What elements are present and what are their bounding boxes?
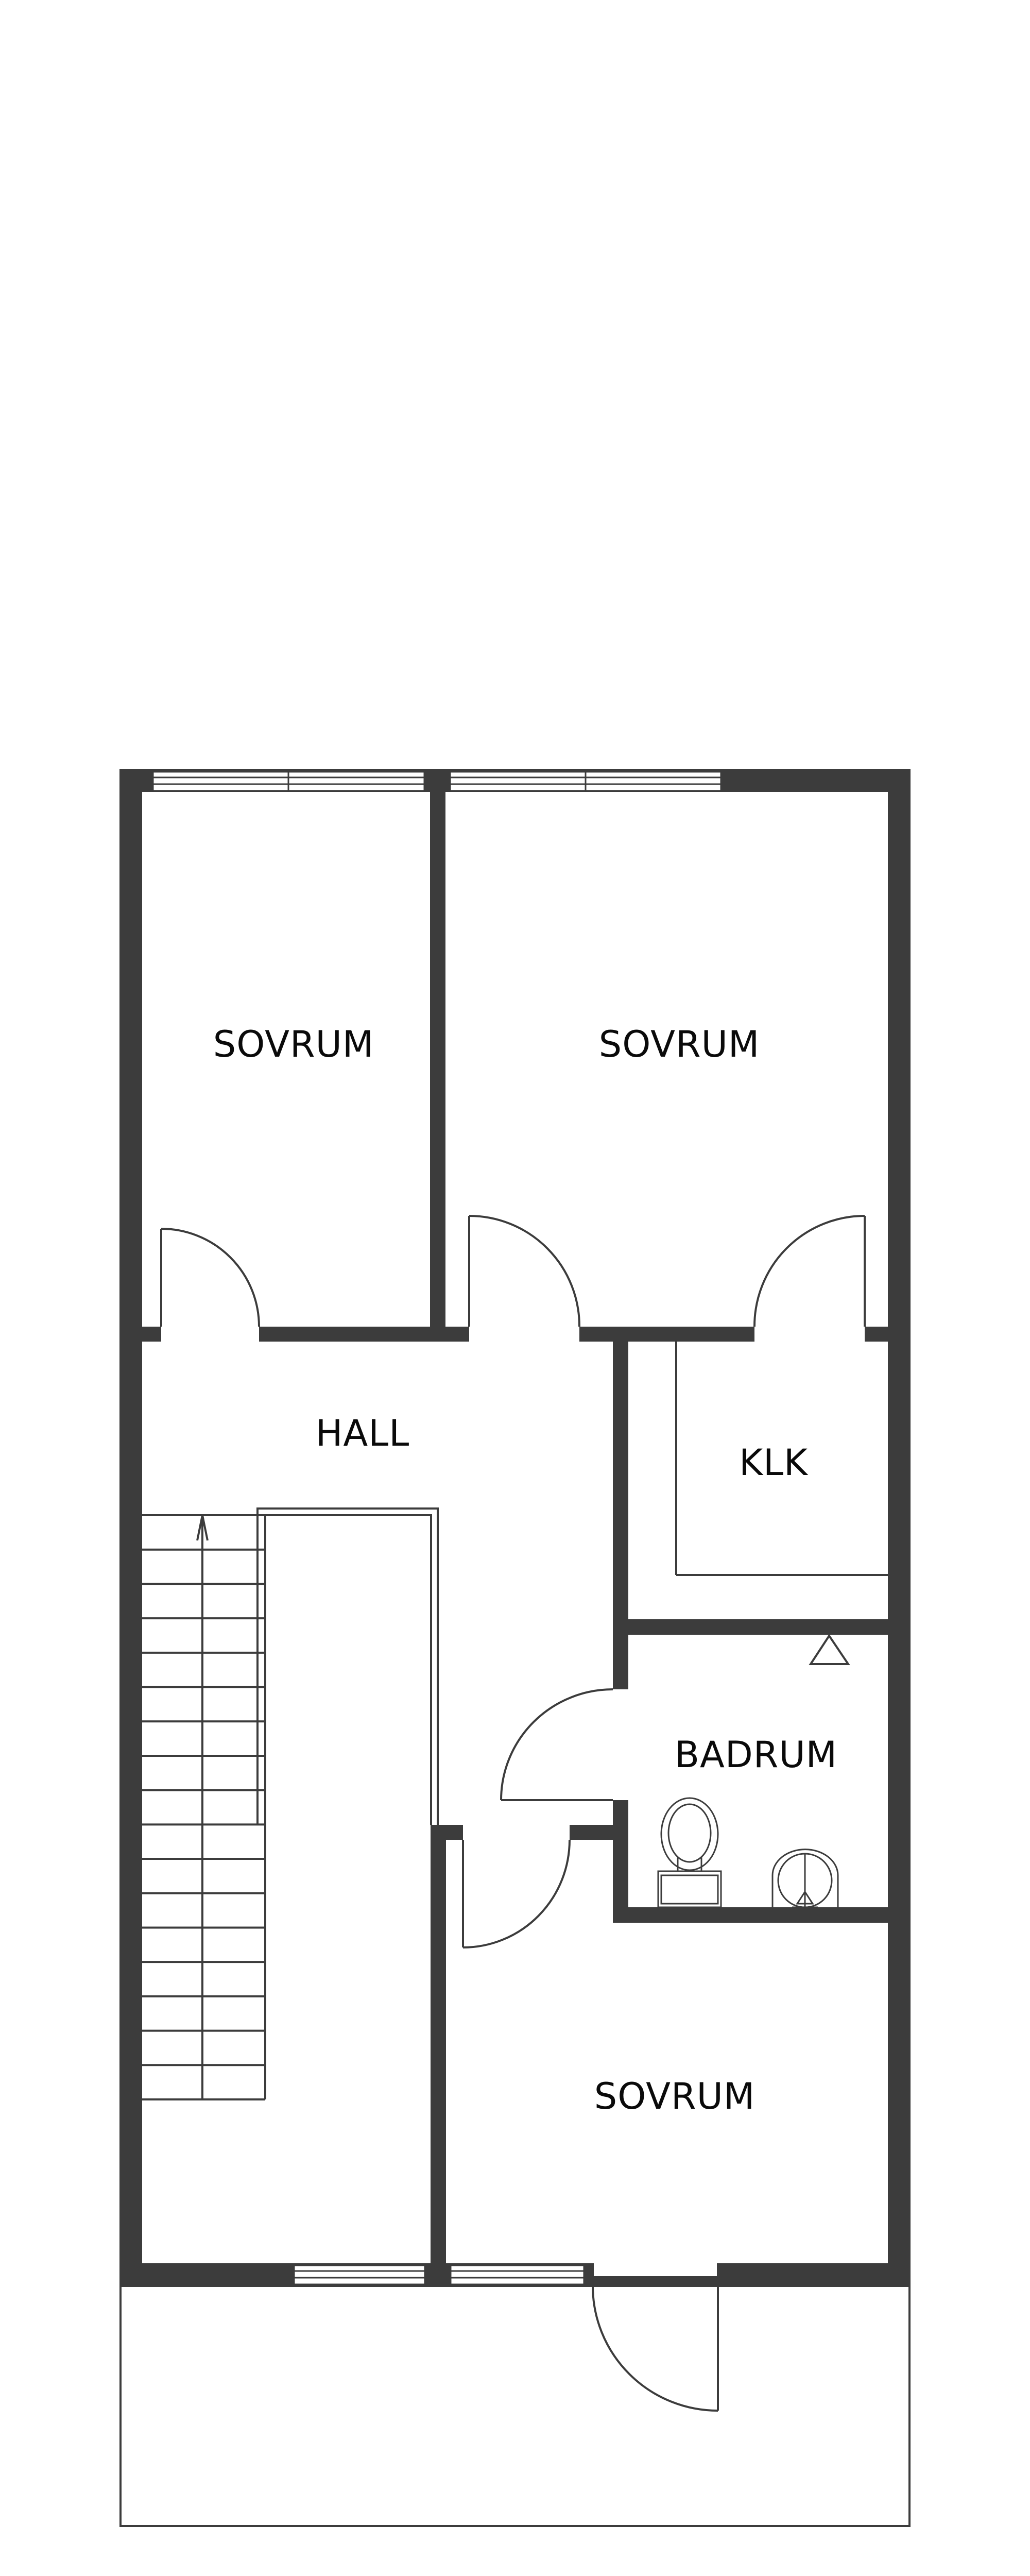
triangle-icon	[809, 1634, 850, 1665]
stair-railing	[256, 1507, 439, 2099]
room-label-hall: HALL	[315, 1412, 410, 1454]
klk-closet-lines	[675, 1342, 888, 1576]
room-label-sovrum-2: SOVRUM	[598, 1023, 760, 1065]
door-sovrum-2	[468, 1215, 581, 1327]
staircase	[142, 1514, 265, 2100]
door-badrum	[500, 1688, 613, 1801]
room-label-badrum: BADRUM	[674, 1734, 838, 1776]
door-klk	[753, 1215, 866, 1327]
sink-icon	[771, 1849, 839, 1908]
top-window-left	[152, 771, 425, 792]
balcony-outline	[119, 2285, 911, 2527]
toilet-icon	[657, 1797, 722, 1908]
arrow-up-icon	[196, 1515, 209, 2099]
bottom-window-left	[293, 2264, 426, 2285]
room-label-klk: KLK	[739, 1442, 808, 1484]
door-sovrum-1	[160, 1228, 260, 1327]
top-window-right	[449, 771, 722, 792]
interior-walls	[119, 792, 911, 2263]
door-balcony	[592, 2263, 719, 2412]
room-label-sovrum-3: SOVRUM	[594, 2075, 756, 2117]
balcony-door-gap	[594, 2263, 717, 2276]
bottom-window-right	[450, 2264, 585, 2285]
exterior-walls	[119, 769, 911, 2286]
door-sovrum-3	[462, 1839, 571, 1948]
room-label-sovrum-1: SOVRUM	[213, 1023, 374, 1065]
